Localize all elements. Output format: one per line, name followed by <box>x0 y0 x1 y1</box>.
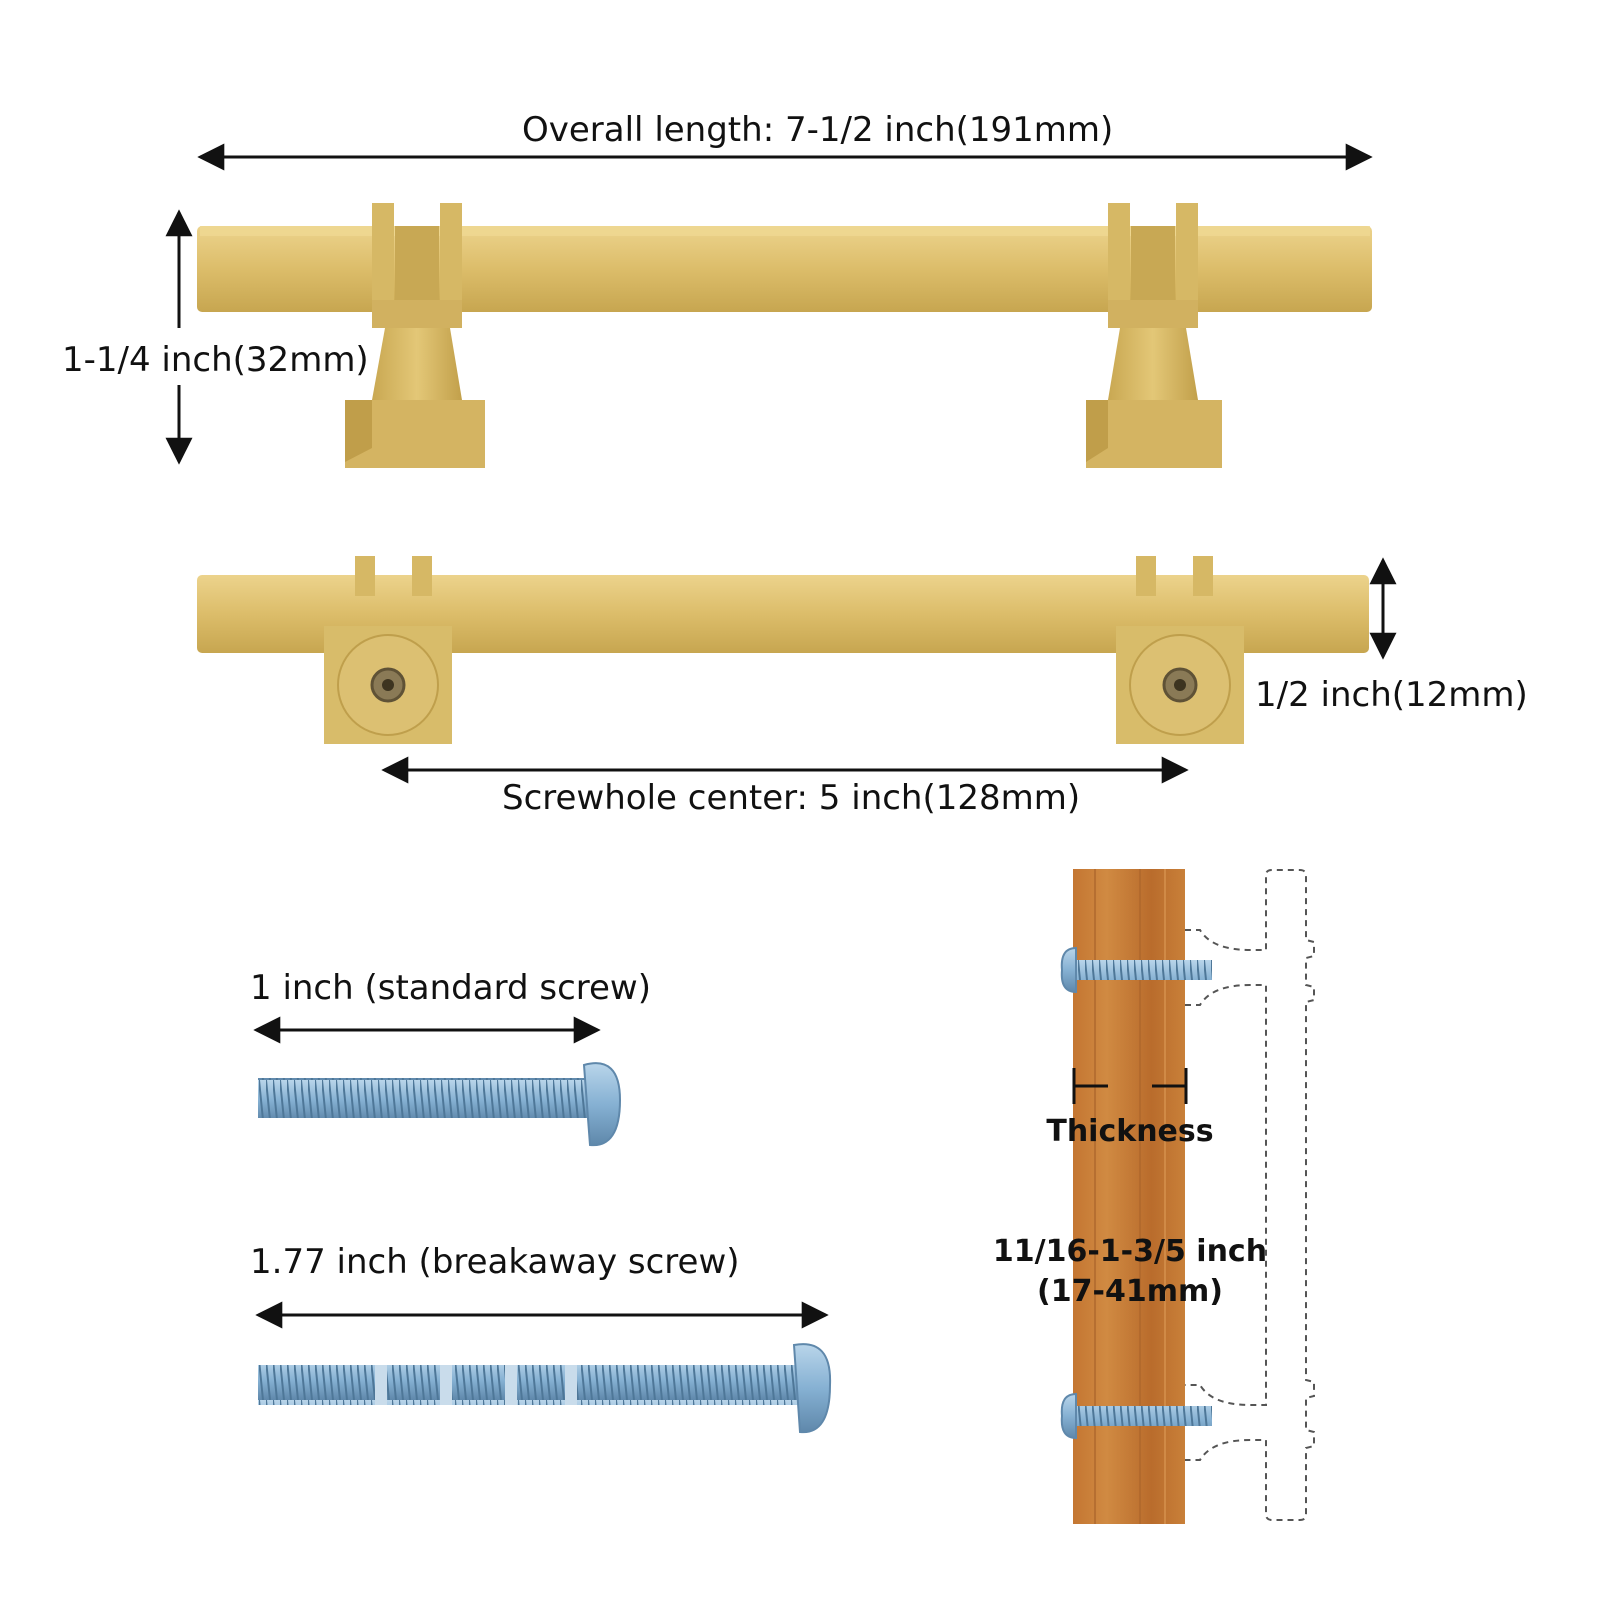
standard-screw-icon <box>258 1062 622 1147</box>
handle-bottom-view <box>197 556 1369 744</box>
breakaway-screw-label: 1.77 inch (breakaway screw) <box>250 1242 740 1282</box>
bar-thickness-label: 1/2 inch(12mm) <box>1255 675 1528 715</box>
handle-side-view <box>197 203 1372 468</box>
thickness-bracket <box>1072 1068 1188 1104</box>
breakaway-screw-icon <box>258 1343 832 1434</box>
cabinet-door-section <box>1060 869 1315 1524</box>
handle-bar-2 <box>197 575 1369 653</box>
bar-top-face <box>200 226 1370 236</box>
left-post <box>345 203 485 468</box>
overall-length-label: Overall length: 7-1/2 inch(191mm) <box>522 110 1114 150</box>
screwhole-center-label: Screwhole center: 5 inch(128mm) <box>502 778 1081 818</box>
height-label: 1-1/4 inch(32mm) <box>62 340 369 380</box>
handle-bar <box>197 226 1372 312</box>
thickness-range-line2: (17-41mm) <box>1037 1274 1223 1309</box>
right-post <box>1086 203 1222 468</box>
thickness-label: Thickness <box>1046 1114 1214 1149</box>
lower-screw-icon <box>1060 1392 1212 1440</box>
thickness-range-line1: 11/16-1-3/5 inch <box>992 1234 1268 1269</box>
standard-screw-label: 1 inch (standard screw) <box>250 968 651 1008</box>
upper-screw-icon <box>1060 946 1212 994</box>
